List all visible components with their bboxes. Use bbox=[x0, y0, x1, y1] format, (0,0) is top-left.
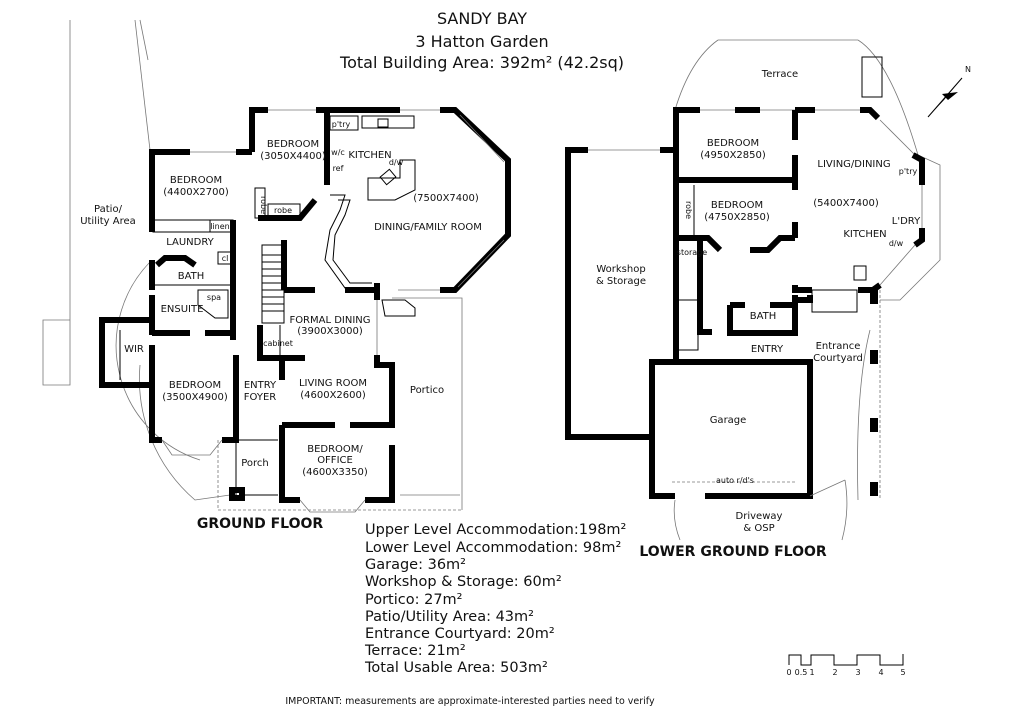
room-size: (7500X7400) bbox=[413, 193, 479, 204]
room-label: BATH bbox=[750, 311, 777, 322]
room-label: spa bbox=[207, 293, 221, 302]
room-size: (4600X2600) bbox=[300, 390, 366, 401]
scale-tick: 3 bbox=[855, 668, 860, 677]
room-label: BATH bbox=[178, 271, 205, 282]
room-label: Garage bbox=[710, 415, 747, 426]
area-label: Entrance bbox=[816, 341, 861, 352]
room-size: (5400X7400) bbox=[813, 198, 879, 209]
address-title: 3 Hatton Garden bbox=[415, 32, 548, 51]
summary-line: Portico: 27m² bbox=[365, 592, 463, 608]
room-label: BEDROOM bbox=[267, 139, 319, 150]
area-label: Utility Area bbox=[80, 216, 136, 227]
room-size: (3050X4400) bbox=[260, 151, 326, 162]
room-size: (4950X2850) bbox=[700, 150, 766, 161]
room-label: ref bbox=[333, 164, 344, 173]
room-label: WIR bbox=[124, 344, 144, 355]
room-label: FORMAL DINING bbox=[289, 315, 370, 326]
lower-ground-floor-labels: Terrace BEDROOM (4950X2850) BEDROOM (475… bbox=[596, 69, 921, 560]
room-label: d/w bbox=[389, 158, 404, 167]
room-label: BEDROOM/ bbox=[307, 444, 363, 455]
room-label: DINING/FAMILY ROOM bbox=[374, 222, 482, 233]
area-label: Driveway bbox=[736, 511, 783, 522]
room-label: Workshop bbox=[596, 264, 645, 275]
room-size: (4400X2700) bbox=[163, 187, 229, 198]
area-label: Terrace bbox=[761, 69, 798, 80]
room-label: linen bbox=[210, 222, 230, 231]
scale-tick: 1 bbox=[809, 668, 814, 677]
room-label: KITCHEN bbox=[843, 229, 886, 240]
summary-line: Upper Level Accommodation:198m² bbox=[365, 522, 626, 538]
lower-ground-floor-plan bbox=[565, 39, 941, 541]
summary-line: Total Usable Area: 503m² bbox=[364, 660, 548, 676]
room-label: LIVING/DINING bbox=[817, 159, 890, 170]
north-label: N bbox=[965, 65, 971, 74]
terrace-outline bbox=[674, 39, 941, 301]
room-label: robe bbox=[259, 196, 268, 214]
disclaimer: IMPORTANT: measurements are approximate-… bbox=[285, 696, 655, 707]
room-label: OFFICE bbox=[317, 455, 353, 466]
summary-line: Terrace: 21m² bbox=[364, 643, 466, 659]
room-label: ENTRY bbox=[244, 380, 277, 391]
room-label: KITCHEN bbox=[348, 150, 391, 161]
room-label: p'try bbox=[332, 120, 351, 129]
room-size: (4750X2850) bbox=[704, 212, 770, 223]
patio-outline bbox=[42, 19, 151, 386]
summary-line: Patio/Utility Area: 43m² bbox=[365, 609, 534, 625]
summary-line: Workshop & Storage: 60m² bbox=[365, 574, 562, 590]
room-label: d/w bbox=[889, 239, 904, 248]
room-label: ENTRY bbox=[751, 344, 784, 355]
ground-floor-labels: BEDROOM (4400X2700) BEDROOM (3050X4400) … bbox=[80, 120, 482, 532]
room-label: FOYER bbox=[244, 392, 277, 403]
ground-floor-title: GROUND FLOOR bbox=[197, 516, 324, 532]
room-size: (4600X3350) bbox=[302, 467, 368, 478]
room-label: storage bbox=[677, 248, 707, 257]
ground-floor-plan bbox=[42, 19, 511, 513]
room-label: BEDROOM bbox=[169, 380, 221, 391]
area-label: & OSP bbox=[743, 523, 774, 534]
room-label: ENSUITE bbox=[161, 304, 204, 315]
area-label: Courtyard bbox=[813, 353, 863, 364]
summary-line: Lower Level Accommodation: 98m² bbox=[365, 540, 621, 556]
scale-bar: 0 0.5 1 2 3 4 5 bbox=[786, 654, 906, 677]
summary-line: Garage: 36m² bbox=[365, 557, 466, 573]
room-label: LAUNDRY bbox=[166, 237, 214, 248]
lower-ground-floor-title: LOWER GROUND FLOOR bbox=[639, 544, 827, 560]
room-size: (3500X4900) bbox=[162, 392, 228, 403]
room-label: robe bbox=[274, 206, 292, 215]
room-label: Portico bbox=[410, 385, 444, 396]
room-label: BEDROOM bbox=[707, 138, 759, 149]
room-label: L'DRY bbox=[892, 216, 921, 227]
scale-tick: 0.5 bbox=[795, 668, 808, 677]
stair-treads bbox=[262, 254, 284, 312]
scale-tick: 2 bbox=[832, 668, 837, 677]
suburb-title: SANDY BAY bbox=[437, 9, 527, 28]
area-label: Patio/ bbox=[94, 204, 123, 215]
room-label: LIVING ROOM bbox=[299, 378, 367, 389]
room-label: robe bbox=[684, 201, 693, 219]
summary-line: Entrance Courtyard: 20m² bbox=[365, 626, 555, 642]
scale-tick: 5 bbox=[900, 668, 905, 677]
area-summary: Upper Level Accommodation:198m² Lower Le… bbox=[364, 522, 626, 676]
room-label: w/c bbox=[331, 148, 345, 157]
room-label: BEDROOM bbox=[711, 200, 763, 211]
room-label: & Storage bbox=[596, 276, 646, 287]
room-label: auto r/d's bbox=[716, 476, 754, 485]
north-arrow-icon: N bbox=[927, 65, 971, 118]
room-label: p'try bbox=[899, 167, 918, 176]
scale-tick: 0 bbox=[786, 668, 791, 677]
room-label: cl bbox=[222, 254, 229, 263]
room-size: (3900X3000) bbox=[297, 326, 363, 337]
room-label: BEDROOM bbox=[170, 175, 222, 186]
room-label: Porch bbox=[241, 458, 269, 469]
room-label: cabinet bbox=[263, 339, 293, 348]
total-building-area: Total Building Area: 392m² (42.2sq) bbox=[339, 53, 624, 72]
scale-tick: 4 bbox=[878, 668, 883, 677]
